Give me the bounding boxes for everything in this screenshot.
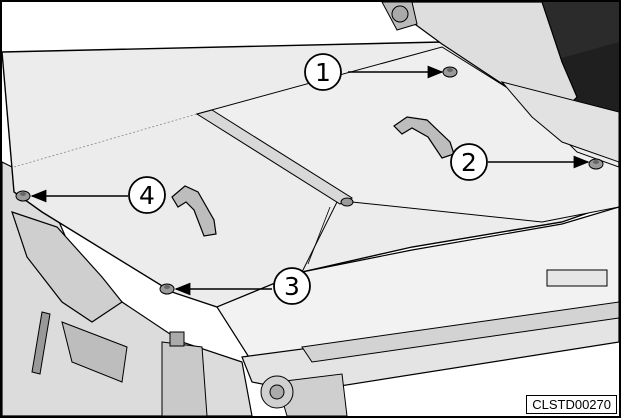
left-bracket	[11, 211, 123, 323]
rear-panel	[195, 46, 619, 223]
callout-3-label: 3	[284, 272, 300, 301]
callout-2-label: 2	[461, 148, 477, 177]
front-pivot-inner	[269, 384, 285, 400]
bolt-2	[588, 158, 604, 170]
left-lower-part	[61, 321, 128, 383]
image-code: CLSTD00270	[526, 395, 617, 414]
bolt-3	[159, 283, 175, 295]
callout-4: 4	[128, 176, 166, 214]
post-cap	[169, 331, 185, 347]
rib-brace-2	[307, 206, 331, 265]
callout-1-label: 1	[315, 58, 331, 87]
callout-1: 1	[304, 53, 342, 91]
callout-4-label: 4	[139, 181, 155, 210]
rear-fitting	[391, 5, 409, 23]
post	[161, 341, 208, 416]
bolt-rib	[340, 197, 354, 207]
front-beam-lower	[301, 301, 619, 363]
bolt-1	[442, 66, 458, 78]
bolt-4	[15, 190, 31, 202]
left-lever	[31, 311, 51, 375]
rib-brace-1	[301, 201, 338, 273]
right-latch	[546, 269, 608, 287]
handle-front	[171, 185, 217, 237]
divider-rib	[195, 109, 354, 205]
callout-2: 2	[450, 143, 488, 181]
right-frame	[500, 81, 619, 163]
handle-rear	[393, 116, 455, 159]
callout-3: 3	[273, 267, 311, 305]
